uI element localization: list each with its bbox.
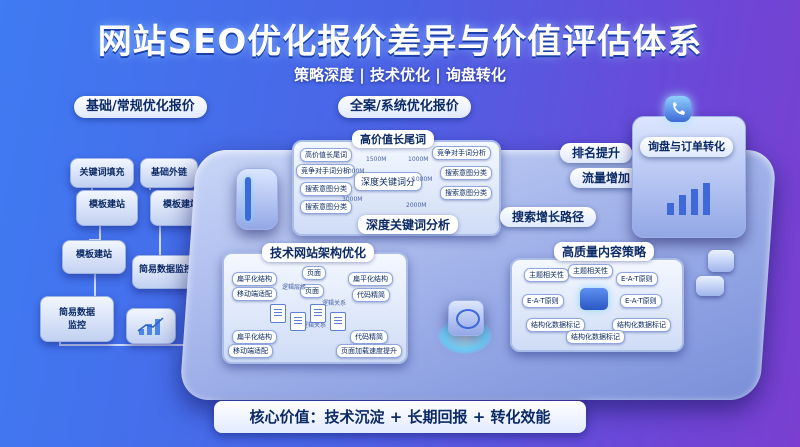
data-node-icon	[448, 300, 484, 336]
block-label: 简易数据 监控	[58, 308, 95, 331]
block-label: 模板建站	[75, 250, 112, 260]
section-basic-label: 基础/常规优化报价	[74, 96, 207, 118]
tech-chip: 代码精简	[352, 288, 390, 302]
document-icon	[310, 304, 326, 323]
keyword-chip: 竞争对手词分析	[296, 164, 355, 178]
content-panel-title: 高质量内容策略	[554, 242, 655, 261]
keyword-chip: 搜索意图分类	[440, 186, 492, 200]
core-value-banner: 核心价值：技术沉淀 + 长期回报 + 转化效能	[214, 401, 586, 433]
content-chip: 主题相关性	[524, 268, 569, 282]
tech-micro-label: 逻辑关系	[302, 322, 327, 329]
server-tower	[236, 168, 278, 230]
block-label: 模板建站	[162, 200, 199, 210]
content-chip: 结构化数据标记	[612, 318, 671, 332]
tech-chip: 扁平化结构	[348, 272, 393, 286]
page-subtitle: 策略深度 | 技术优化 | 询盘转化	[294, 66, 506, 84]
keyword-center-chip: 深度关键词分	[354, 172, 423, 191]
content-chip: 主题相关性	[568, 264, 613, 278]
phone-icon	[665, 96, 691, 122]
block-label: 简易数据监控	[138, 265, 193, 275]
volume-label: 1000M	[412, 176, 433, 183]
document-icon	[270, 304, 286, 323]
tech-chip: 页面加载速度提升	[336, 344, 402, 358]
storage-icon	[696, 276, 724, 296]
content-chip: 结构化数据标记	[566, 330, 625, 344]
tech-chip: 扁平化结构	[232, 272, 277, 286]
traffic-up-label: 流量增加	[570, 168, 643, 188]
document-icon	[330, 312, 346, 331]
tech-chip: 扁平化结构	[232, 330, 277, 344]
keyword-top-chip: 高价值长尾词	[352, 130, 434, 148]
tech-panel-title: 技术网站架构优化	[262, 243, 375, 262]
rank-up-label: 排名提升	[560, 143, 633, 163]
section-full-label: 全案/系统优化报价	[338, 96, 471, 118]
page-title: 网站SEO优化报价差异与价值评估体系	[97, 22, 703, 62]
cart-icon	[708, 250, 734, 272]
search-path-label: 搜索增长路径	[500, 207, 597, 227]
volume-label: 3000M	[344, 168, 365, 175]
block-label: 基础外链	[150, 168, 187, 178]
volume-label: 1500M	[366, 156, 387, 163]
tech-chip: 移动端适配	[228, 344, 273, 358]
content-chip: 结构化数据标记	[526, 318, 585, 332]
keyword-chip: 竞争对手词分析	[432, 146, 491, 160]
conversion-label: 询盘与订单转化	[640, 137, 733, 157]
block-simple-monitor: 简易数据 监控	[40, 296, 114, 342]
growth-chart-icon	[667, 183, 710, 215]
conversion-tower	[632, 116, 746, 238]
volume-label: 1000M	[408, 156, 429, 163]
tech-micro-label: 逻辑关系	[322, 300, 347, 307]
tech-chip: 页面	[300, 284, 324, 298]
block-external-links: 基础外链	[140, 158, 198, 188]
content-hub-icon	[580, 288, 608, 310]
content-chip: E-A-T原则	[616, 272, 658, 286]
block-keyword-fill: 关键词填充	[70, 158, 134, 188]
volume-label: 3000M	[342, 196, 363, 203]
content-chip: E-A-T原则	[522, 294, 564, 308]
tech-chip: 移动端适配	[232, 287, 277, 301]
block-template-site: 模板建站	[76, 190, 138, 226]
block-chart	[126, 308, 176, 344]
keyword-chip: 搜索意图分类	[440, 166, 492, 180]
block-label: 模板建站	[88, 200, 125, 210]
keyword-chip: 搜索意图分类	[300, 200, 352, 214]
block-label: 关键词填充	[79, 168, 125, 178]
tech-chip: 代码精简	[350, 330, 388, 344]
block-template-site: 模板建站	[62, 240, 126, 274]
document-icon	[290, 312, 306, 331]
volume-label: 2000M	[406, 202, 427, 209]
phone-glyph-icon	[673, 102, 685, 115]
mini-bar-chart-icon	[137, 317, 164, 335]
content-chip: E-A-T原则	[620, 294, 662, 308]
keyword-panel-title: 深度关键词分析	[358, 215, 459, 234]
tech-chip: 页面	[302, 266, 326, 280]
keyword-chip: 搜索意图分类	[300, 182, 352, 196]
tech-micro-label: 逻辑层级	[282, 284, 307, 291]
keyword-chip: 高价值长尾词	[300, 148, 352, 162]
